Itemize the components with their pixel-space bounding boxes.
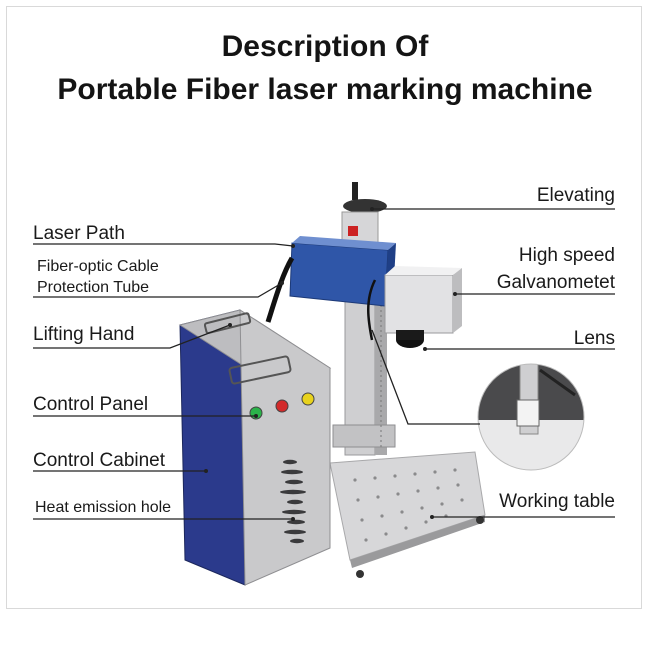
title-line-1: Description Of (221, 30, 429, 63)
laser-path-housing (289, 242, 389, 307)
image-frame (6, 6, 642, 609)
lens-barrel (396, 330, 424, 340)
galvanometer (384, 274, 454, 334)
table-holes (353, 468, 464, 542)
inset-border (477, 363, 585, 471)
label-laser-path: Laser Path (33, 223, 125, 244)
galvanometer-side (453, 268, 462, 333)
leader-dots (204, 207, 457, 521)
label-lifting-hand: Lifting Hand (33, 324, 135, 345)
leader-lifting-hand (33, 324, 231, 349)
leader-lines (33, 208, 615, 520)
cabinet-handle (228, 355, 292, 385)
button-red (275, 399, 289, 413)
warning-label (348, 226, 358, 236)
galvanometer-top (385, 266, 462, 275)
elevating-knob (352, 182, 358, 200)
leader-laser-path (33, 243, 294, 247)
label-fiber-cable-2: Protection Tube (37, 279, 150, 296)
fiber-cable-tube (265, 256, 295, 323)
lens-closeup-inset (478, 364, 584, 470)
galvo-cable (367, 279, 377, 341)
working-table-edge (350, 515, 485, 568)
elevating-wheel (343, 199, 387, 213)
heat-emission-holes (280, 459, 306, 544)
label-working-table: Working table (499, 491, 615, 512)
label-elevating: Elevating (536, 185, 615, 206)
leader-inset (371, 329, 480, 425)
label-heat-emission: Heat emission hole (35, 499, 172, 516)
label-galvo-2: Galvanometet (496, 272, 615, 293)
column-base (332, 424, 396, 448)
leader-fiber-cable (33, 282, 283, 298)
laser-path-top (292, 236, 396, 250)
label-control-cabinet: Control Cabinet (33, 450, 166, 471)
table-foot (476, 516, 484, 524)
label-control-panel: Control Panel (33, 394, 149, 415)
cabinet-front (239, 309, 331, 586)
title-line-2: Portable Fiber laser marking machine (57, 73, 593, 106)
label-fiber-cable-1: Fiber-optic Cable (37, 258, 159, 275)
label-lens: Lens (573, 328, 615, 349)
label-galvo-1: High speed (518, 245, 615, 266)
table-foot (356, 570, 364, 578)
button-yellow (301, 392, 315, 406)
lifting-hand (203, 312, 252, 334)
